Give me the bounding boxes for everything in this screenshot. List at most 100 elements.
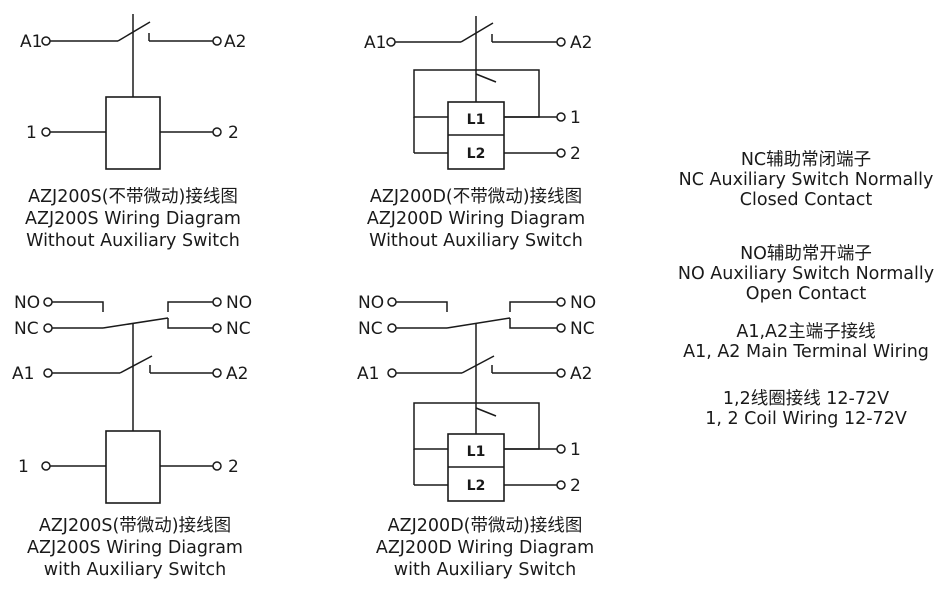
terminal-no-right-label: NO: [570, 293, 596, 313]
terminal-nc-right-label: NC: [570, 319, 595, 339]
terminal-a1-label: A1: [364, 33, 386, 53]
coil-l1-label: L1: [467, 112, 486, 128]
legend-coil-cn: 1,2线圈接线 12-72V: [722, 389, 890, 409]
terminal-1: [41, 461, 51, 471]
terminal-nc-right: [556, 323, 566, 333]
caption-line-variant: with Auxiliary Switch: [43, 560, 227, 580]
coil-l2-label: L2: [467, 478, 486, 494]
diagram-azj200s-with-aux: NO NO NC NC A1 A2 1 2: [12, 293, 252, 504]
legend-coil-en: 1, 2 Coil Wiring 12-72V: [705, 409, 907, 429]
terminal-2-label: 2: [570, 144, 581, 164]
main-contact-blade: [461, 355, 495, 374]
terminal-2: [556, 148, 566, 158]
terminal-a1-label: A1: [12, 364, 34, 384]
caption-line-variant: Without Auxiliary Switch: [369, 231, 583, 251]
terminal-2-label: 2: [570, 476, 581, 496]
legend-coil-wiring: 1,2线圈接线 12-72V 1, 2 Coil Wiring 12-72V: [664, 389, 948, 429]
terminal-a1-label: A1: [357, 364, 379, 384]
legend-no-contact: NO辅助常开端子 NO Auxiliary Switch Normally Op…: [664, 244, 948, 304]
legend-main-terminal: A1,A2主端子接线 A1, A2 Main Terminal Wiring: [664, 322, 948, 362]
caption-azj200d-without-aux: AZJ200D(不带微动)接线图 AZJ200D Wiring Diagram …: [346, 186, 606, 252]
terminal-1: [556, 112, 566, 122]
terminal-nc-left: [387, 323, 397, 333]
terminal-2: [212, 461, 222, 471]
terminal-nc-right-label: NC: [226, 319, 251, 339]
terminal-1-label: 1: [18, 457, 29, 477]
terminal-a2-label: A2: [224, 32, 246, 52]
terminal-2-label: 2: [228, 123, 239, 143]
terminal-a2-label: A2: [570, 364, 592, 384]
nc-wire-right: [509, 318, 557, 329]
main-contact-blade: [460, 22, 494, 43]
terminal-nc-left: [43, 323, 53, 333]
caption-line-model: AZJ200D Wiring Diagram: [375, 538, 595, 558]
terminal-a2: [212, 368, 222, 378]
terminal-a2: [556, 368, 566, 378]
terminal-nc-right: [212, 323, 222, 333]
terminal-2: [212, 127, 222, 137]
legend-main-en: A1, A2 Main Terminal Wiring: [683, 342, 929, 362]
terminal-a2: [556, 37, 566, 47]
terminal-no-left: [43, 297, 53, 307]
coil-loop-left: [413, 402, 476, 450]
coil-latch: [475, 407, 497, 417]
terminal-no-left-label: NO: [358, 293, 384, 313]
no-wire-left: [396, 301, 448, 312]
legend-main-cn: A1,A2主端子接线: [736, 322, 876, 342]
caption-line-cn: AZJ200S(不带微动)接线图: [28, 187, 238, 207]
terminal-a1: [387, 368, 397, 378]
caption-azj200s-with-aux: AZJ200S(带微动)接线图 AZJ200S Wiring Diagram w…: [15, 515, 255, 581]
coil-l2-label: L2: [467, 146, 486, 162]
caption-line-model: AZJ200S Wiring Diagram: [25, 209, 241, 229]
caption-line-model: AZJ200S Wiring Diagram: [27, 538, 243, 558]
terminal-a2-label: A2: [226, 364, 248, 384]
terminal-a1: [41, 36, 51, 46]
no-wire-left: [52, 301, 104, 312]
terminal-2: [556, 480, 566, 490]
terminal-no-left: [387, 297, 397, 307]
coil-l1-label: L1: [467, 444, 486, 460]
aux-contact-blade: [446, 317, 511, 329]
coil-box: [105, 430, 161, 504]
terminal-1-label: 1: [26, 123, 37, 143]
terminal-2-label: 2: [228, 457, 239, 477]
caption-line-cn: AZJ200S(带微动)接线图: [38, 516, 232, 536]
terminal-no-right-label: NO: [226, 293, 252, 313]
terminal-no-right: [212, 297, 222, 307]
coil-latch: [475, 73, 497, 83]
caption-line-cn: AZJ200D(带微动)接线图: [387, 516, 583, 536]
terminal-1-label: 1: [570, 108, 581, 128]
terminal-a1-label: A1: [20, 32, 42, 52]
diagram-azj200s-without-aux: A1 A2 1 2: [20, 14, 246, 170]
nc-wire-right: [167, 318, 213, 329]
aux-contact-blade: [102, 317, 169, 329]
caption-line-cn: AZJ200D(不带微动)接线图: [369, 187, 583, 207]
caption-line-variant: Without Auxiliary Switch: [26, 231, 240, 251]
terminal-1: [556, 444, 566, 454]
terminal-1: [41, 127, 51, 137]
diagram-azj200d-with-aux: NO NO NC NC A1 A2 L1 L2 1: [357, 293, 596, 502]
legend-no-en-1: NO Auxiliary Switch Normally: [677, 264, 935, 284]
caption-azj200s-without-aux: AZJ200S(不带微动)接线图 AZJ200S Wiring Diagram …: [13, 186, 253, 252]
diagram-azj200d-without-aux: A1 A2 L1 L2 1 2: [364, 16, 592, 170]
terminal-nc-left-label: NC: [358, 319, 383, 339]
legend-no-cn: NO辅助常开端子: [740, 244, 872, 264]
legend-nc-cn: NC辅助常闭端子: [740, 150, 872, 170]
legend-nc-en-2: Closed Contact: [739, 190, 873, 210]
terminal-a2-label: A2: [570, 33, 592, 53]
caption-azj200d-with-aux: AZJ200D(带微动)接线图 AZJ200D Wiring Diagram w…: [355, 515, 615, 581]
terminal-a1: [43, 368, 53, 378]
terminal-1-label: 1: [570, 440, 581, 460]
legend-nc-contact: NC辅助常闭端子 NC Auxiliary Switch Normally Cl…: [664, 150, 948, 210]
legend-nc-en-1: NC Auxiliary Switch Normally: [678, 170, 934, 190]
caption-line-model: AZJ200D Wiring Diagram: [366, 209, 586, 229]
coil-box: [105, 96, 161, 170]
terminal-a1: [386, 37, 396, 47]
terminal-no-right: [556, 297, 566, 307]
no-wire-right: [509, 301, 557, 312]
terminal-nc-left-label: NC: [14, 319, 39, 339]
coil-loop-left: [413, 69, 476, 118]
no-wire-right: [167, 301, 213, 312]
main-contact-blade: [117, 21, 151, 42]
